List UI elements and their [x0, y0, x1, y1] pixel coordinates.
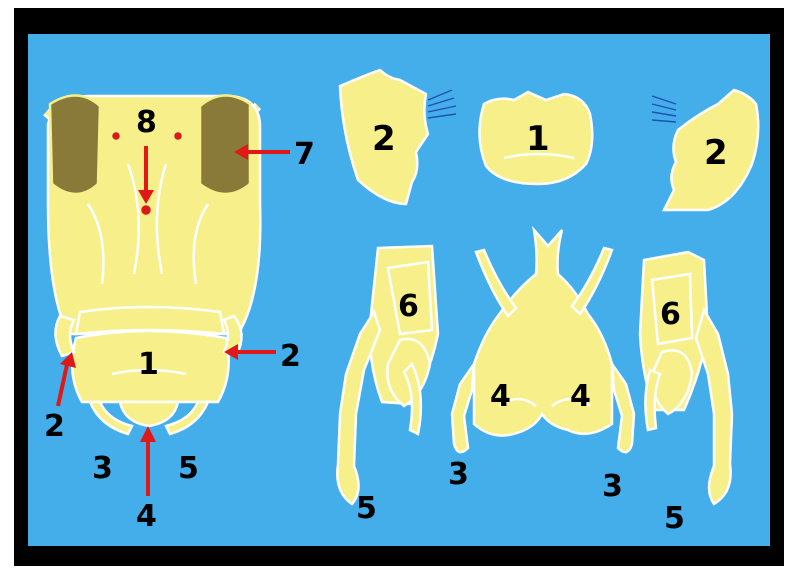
label-maxilla-right-cardo: 6: [660, 297, 681, 332]
label-head-mandible-left: 3: [92, 451, 113, 486]
ocellus-left: [111, 131, 121, 141]
compound-eye-right: [200, 95, 250, 194]
label-labium-palp-right: 3: [602, 469, 623, 504]
head-gena-left: [55, 316, 74, 356]
label-maxilla-left-cardo: 6: [398, 289, 419, 324]
label-labium-right: 4: [570, 379, 591, 414]
median-ocellus: [140, 204, 152, 216]
label-maxilla-right-palp: 5: [664, 501, 685, 536]
label-clypeus-part: 1: [526, 119, 550, 159]
label-head-palp-right: 5: [178, 451, 199, 486]
label-head-clypeus: 1: [138, 347, 159, 382]
label-labium-palp-left: 3: [448, 457, 469, 492]
mouthparts-diagram: 8 7 2 2 1 4 3 5 2 1 2 6 5 4 4 3 3 6 5: [28, 34, 770, 546]
ocellus-right: [173, 131, 183, 141]
label-head-gena-left: 2: [44, 409, 65, 444]
label-head-gena-right: 2: [280, 339, 301, 374]
label-maxilla-left-palp: 5: [356, 491, 377, 526]
label-gena-right-part: 2: [704, 133, 728, 173]
label-head-top: 8: [136, 105, 157, 140]
label-labium-left: 4: [490, 379, 511, 414]
compound-eye-left: [50, 95, 100, 194]
label-head-compound-eye: 7: [294, 137, 315, 172]
label-gena-left-part: 2: [372, 119, 396, 159]
label-head-labrum: 4: [136, 499, 157, 534]
